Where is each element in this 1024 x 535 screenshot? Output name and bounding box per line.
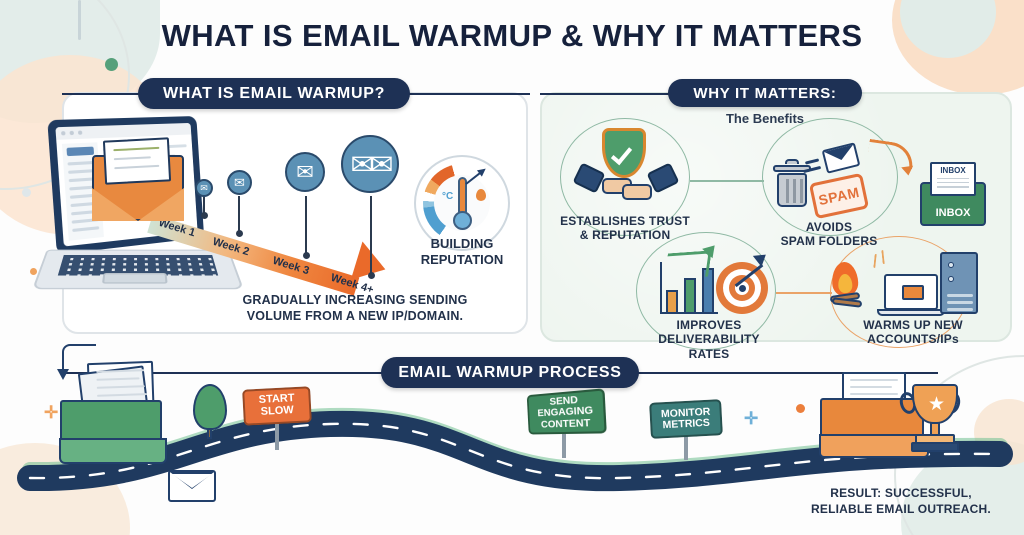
timeline-stem-3 xyxy=(302,196,310,259)
trash-handle xyxy=(785,159,799,164)
benefit-deliverability-line-1: IMPROVES xyxy=(676,318,742,332)
sign-start-slow: START SLOW xyxy=(242,386,312,426)
trash-can-icon xyxy=(777,173,807,207)
mini-laptop-envelope-icon xyxy=(902,285,924,300)
handshake-hand-right xyxy=(622,184,652,200)
result-caption: RESULT: SUCCESSFUL, RELIABLE EMAIL OUTRE… xyxy=(786,486,1016,517)
left-caption-line-1: GRADUALLY INCREASING SENDING xyxy=(242,293,468,307)
outbox-tray-icon xyxy=(59,400,167,464)
timeline-node-week-4: ✉✉ xyxy=(341,135,399,193)
sign-send-line-3: CONTENT xyxy=(540,416,591,431)
benefit-label-warmup: WARMS UP NEW ACCOUNTS/IPs xyxy=(828,318,998,347)
gauge-caption-line-1: BUILDING xyxy=(430,236,494,251)
gauge-caption: BUILDING REPUTATION xyxy=(398,236,526,269)
benefit-circle-spam xyxy=(762,118,898,236)
gauge-flame-drop xyxy=(476,189,486,201)
left-caption-line-2: VOLUME FROM A NEW IP/DOMAIN. xyxy=(246,309,464,324)
pill-rule-process-right xyxy=(638,372,938,374)
benefit-circle-deliverability xyxy=(636,232,776,350)
benefit-label-spam: AVOIDS SPAM FOLDERS xyxy=(744,220,914,249)
sign-post-3 xyxy=(684,432,688,460)
mail-envelope-icon xyxy=(168,470,216,502)
benefit-circle-trust xyxy=(560,118,690,236)
sign-start-slow-line-2: SLOW xyxy=(260,404,295,418)
benefit-warmup-line-1: WARMS UP NEW xyxy=(863,318,963,332)
result-line-1: RESULT: SUCCESSFUL, xyxy=(830,486,972,500)
benefit-connector-bottom xyxy=(776,292,832,294)
shield-check-icon xyxy=(602,128,646,178)
thermometer-bulb xyxy=(453,211,472,230)
chart-bar-2 xyxy=(684,278,696,314)
badge-why-it-matters: WHY IT MATTERS: xyxy=(668,79,862,107)
server-tower-icon xyxy=(940,252,978,314)
timeline-stem-4 xyxy=(367,196,375,279)
envelope-flap-left xyxy=(92,188,138,221)
outbox-tray-front xyxy=(59,438,167,464)
tree-icon xyxy=(193,384,227,430)
envelope-flap-right xyxy=(138,188,184,221)
benefit-label-trust: ESTABLISHES TRUST & REPUTATION xyxy=(540,214,710,243)
timeline-stem-2 xyxy=(235,196,243,237)
sign-monitor-metrics: MONITOR METRICS xyxy=(649,399,723,439)
timeline-node-week-1: ✉ xyxy=(195,179,213,197)
benefits-subtitle: The Benefits xyxy=(725,111,804,126)
chart-bar-3 xyxy=(702,268,714,314)
sign-send-engaging-content: SEND ENGAGING CONTENT xyxy=(526,388,607,435)
benefit-label-deliverability: IMPROVES DELIVERABILITY RATES xyxy=(624,318,794,361)
timeline-stem-1 xyxy=(200,196,208,219)
reputation-gauge-icon: °C xyxy=(414,155,510,251)
inbox-sheet: INBOX xyxy=(930,162,976,196)
left-panel-caption: GRADUALLY INCREASING SENDING VOLUME FROM… xyxy=(214,292,496,325)
benefit-trust-line-1: ESTABLISHES TRUST xyxy=(560,214,690,228)
badge-what-is-email-warmup: WHAT IS EMAIL WARMUP? xyxy=(138,78,410,109)
envelope-letter xyxy=(102,137,172,185)
result-line-2: RELIABLE EMAIL OUTREACH. xyxy=(811,501,991,516)
badge-email-warmup-process: EMAIL WARMUP PROCESS xyxy=(381,357,639,388)
timeline-node-week-3: ✉ xyxy=(285,152,325,192)
benefit-deliverability-line-3: RATES xyxy=(688,346,730,361)
inbox-sheet-text: INBOX xyxy=(940,166,966,175)
inbox-tray-icon xyxy=(819,398,929,458)
trophy-plinth xyxy=(911,442,959,452)
benefit-deliverability-line-2: DELIVERABILITY xyxy=(658,332,760,347)
timeline-node-week-2: ✉ xyxy=(227,170,252,195)
chart-bar-1 xyxy=(666,290,678,314)
benefit-spam-line-1: AVOIDS xyxy=(805,220,853,234)
open-envelope-icon xyxy=(92,137,184,221)
gauge-unit-label: °C xyxy=(442,191,454,202)
sign-post-1 xyxy=(275,414,279,450)
inbox-envelope-label: INBOX xyxy=(935,207,971,219)
pill-rule-left xyxy=(62,93,142,95)
pill-rule-left-2 xyxy=(406,93,530,95)
sign-post-2 xyxy=(562,428,566,458)
pill-rule-process-left xyxy=(62,372,382,374)
flow-arrow-icon xyxy=(57,344,96,380)
trophy-star-icon: ★ xyxy=(928,394,946,415)
sign-monitor-line-2: METRICS xyxy=(662,416,711,432)
page-title: WHAT IS EMAIL WARMUP & WHY IT MATTERS xyxy=(161,18,863,53)
benefit-connector-top xyxy=(690,180,764,182)
gauge-caption-line-2: REPUTATION xyxy=(420,252,504,268)
inbox-tray-front xyxy=(819,434,929,458)
pill-rule-right xyxy=(540,93,670,95)
benefit-trust-line-2: & REPUTATION xyxy=(579,228,671,243)
benefit-spam-line-2: SPAM FOLDERS xyxy=(780,234,878,249)
mini-laptop-screen xyxy=(884,274,938,310)
benefit-warmup-line-2: ACCOUNTS/IPs xyxy=(867,332,959,347)
